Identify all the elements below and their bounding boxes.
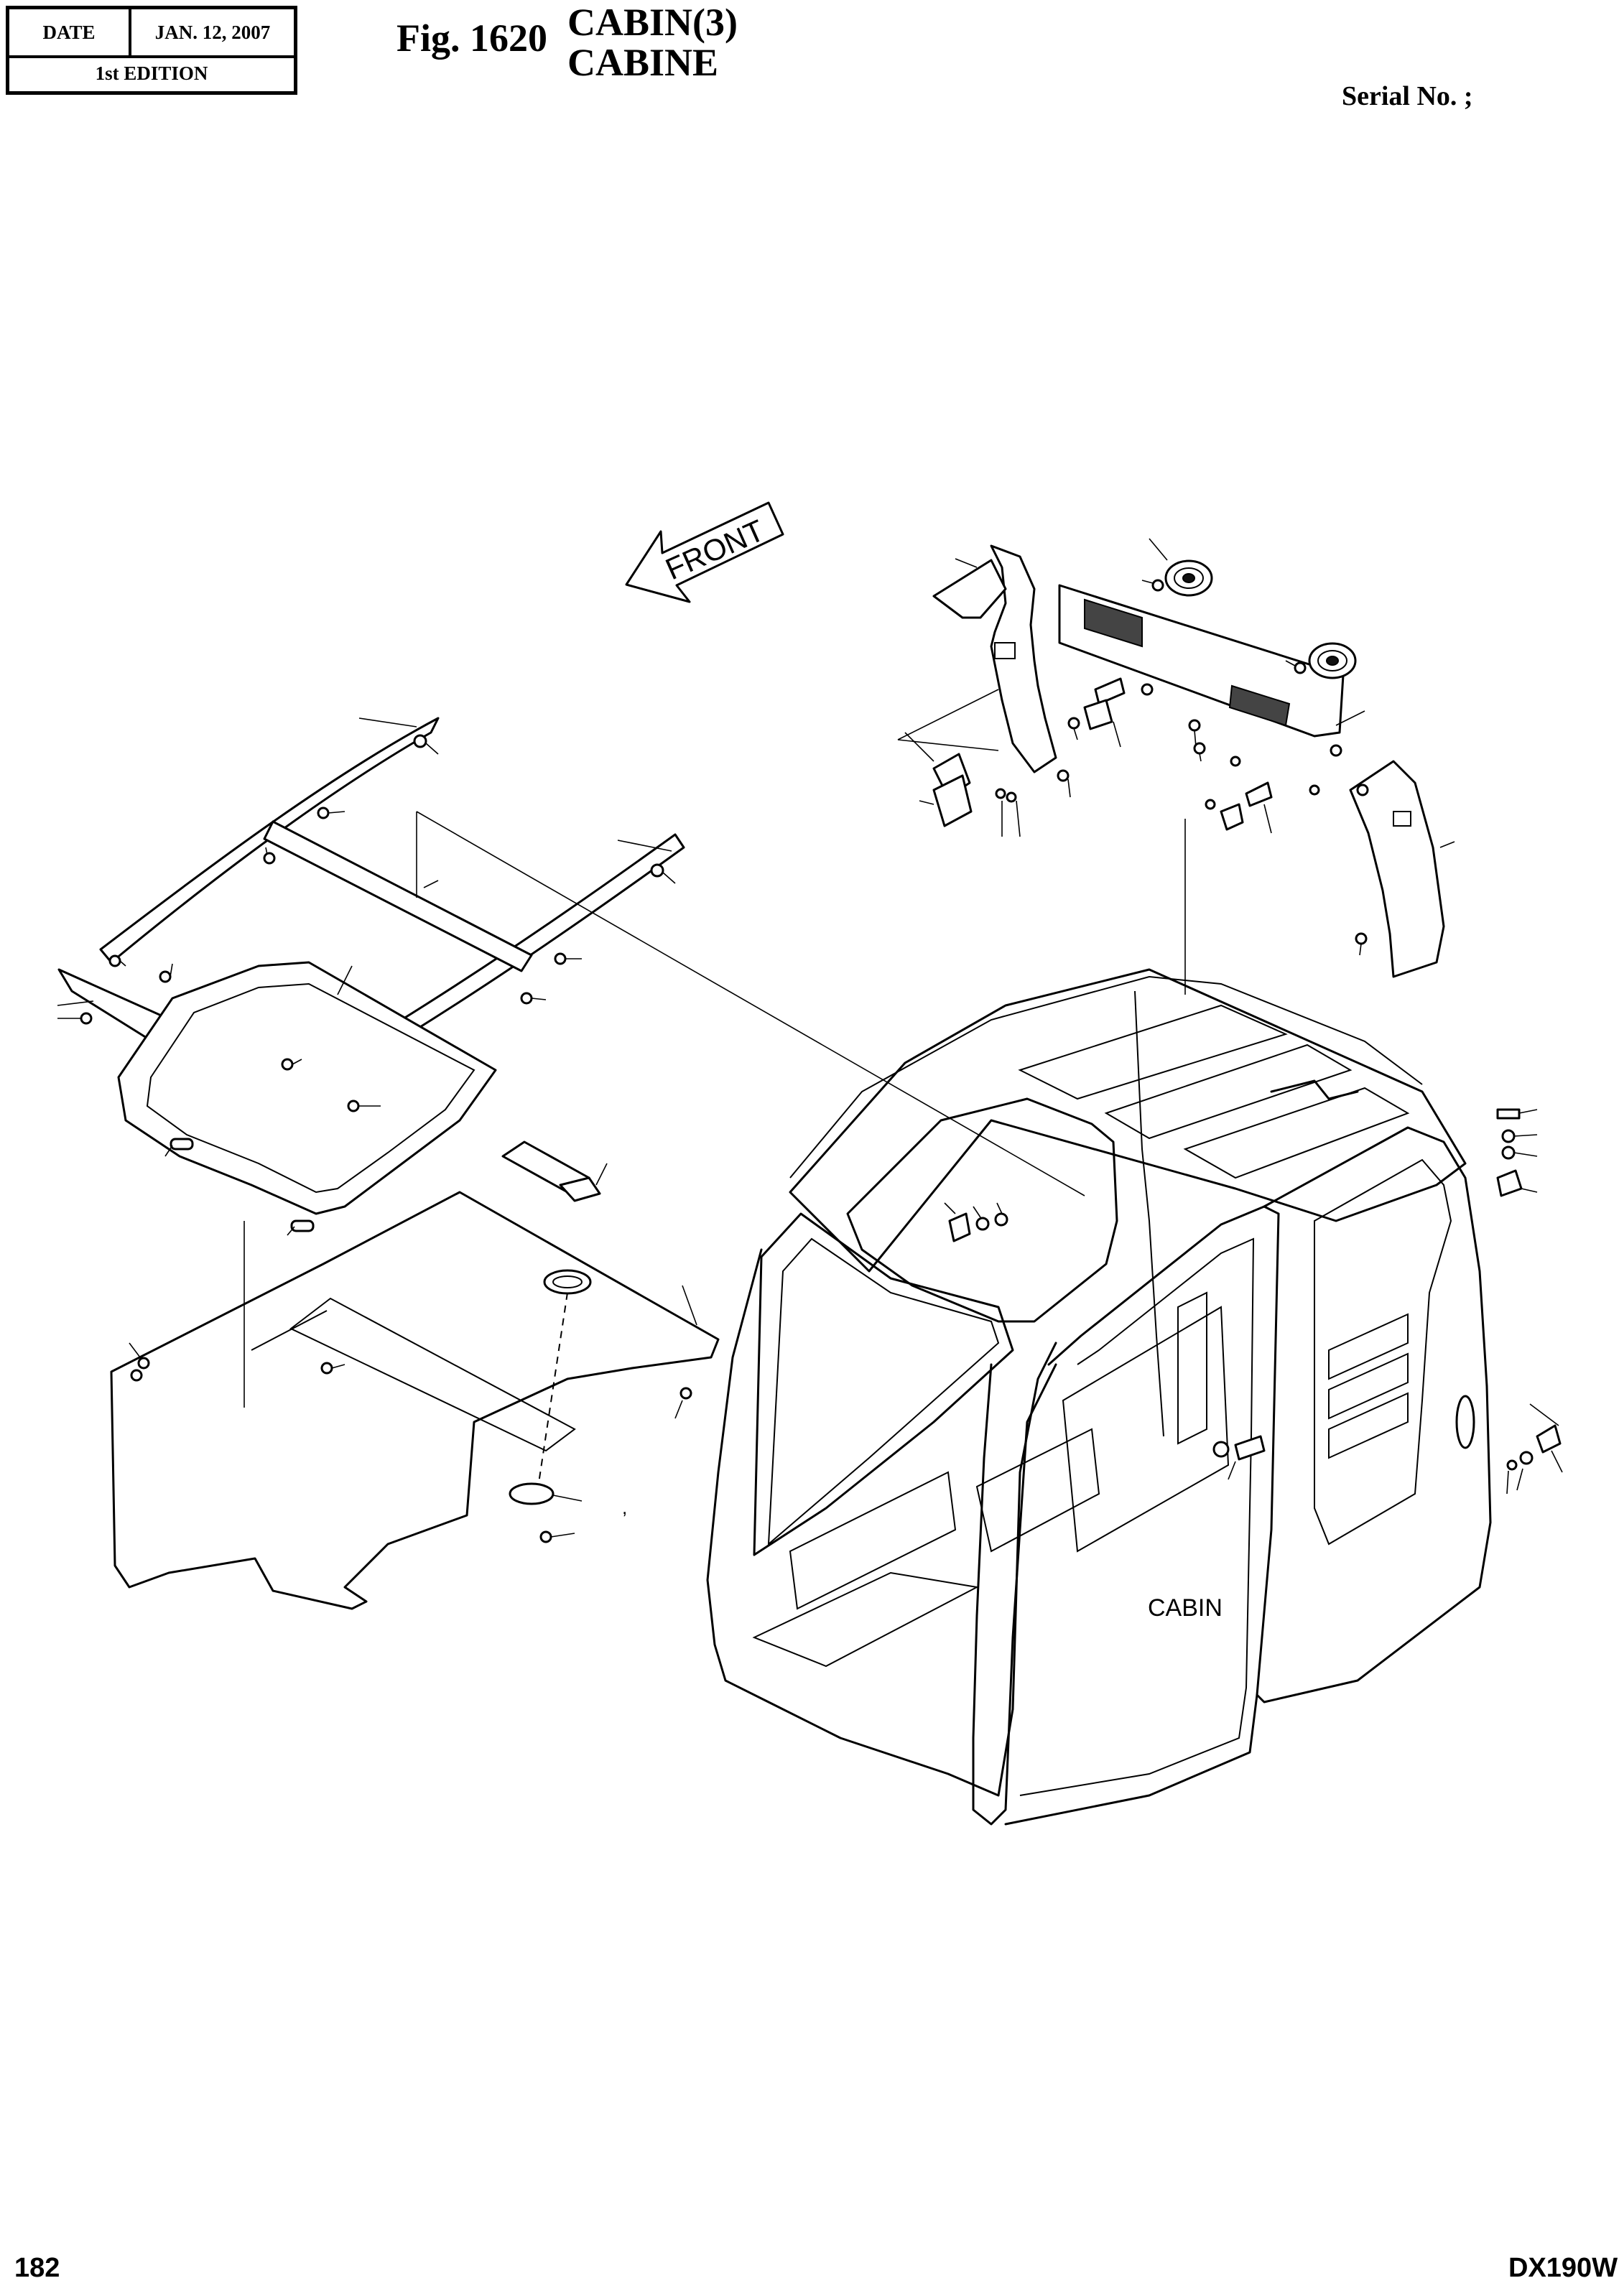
cabin-fasteners <box>944 1108 1563 1495</box>
leader-line <box>897 689 999 740</box>
grab-handles <box>904 732 973 827</box>
figure-title-fr: CABINE <box>567 41 719 84</box>
edition-row: 1st EDITION <box>9 55 294 91</box>
leader-line-to-cabin <box>416 811 1085 1196</box>
date-value: JAN. 12, 2007 <box>154 21 271 43</box>
date-row: DATE JAN. 12, 2007 <box>9 9 294 58</box>
front-direction-arrow: FRONT <box>625 501 784 603</box>
grommets-left <box>164 1138 315 1236</box>
rear-upper-trim <box>1058 584 1365 738</box>
rear-pillar-trim-right <box>1349 760 1455 978</box>
headliner-lower <box>110 1191 720 1610</box>
dome-lamp-lens <box>509 1269 592 1505</box>
speaker-left <box>1149 538 1213 597</box>
cabin-frame: CABIN <box>706 968 1492 1826</box>
model-name: DX190W <box>1508 2253 1618 2283</box>
roof-rail-left <box>99 717 440 964</box>
brackets-and-fasteners-right <box>995 579 1369 956</box>
small-pad <box>501 1140 608 1202</box>
page-number: 182 <box>14 2253 60 2283</box>
headliner-upper <box>117 961 497 1215</box>
date-label: DATE <box>9 9 131 55</box>
figure-number: Fig. 1620 <box>396 17 547 60</box>
stray-mark: , <box>622 1497 627 1518</box>
leader-line <box>897 739 999 751</box>
rear-pillar-trim-left <box>932 544 1057 773</box>
speaker-grille-right <box>1228 684 1291 727</box>
fasteners-left-group <box>57 734 692 1543</box>
speaker-grille-left <box>1084 598 1143 648</box>
cabin-label: CABIN <box>1148 1594 1223 1622</box>
edition-label: 1st EDITION <box>95 62 208 84</box>
figure-title-en: CABIN(3) <box>567 1 738 44</box>
front-label: FRONT <box>661 513 769 586</box>
date-edition-box: DATE JAN. 12, 2007 1st EDITION <box>6 6 297 95</box>
speaker-right <box>1308 642 1357 679</box>
cross-bracket <box>263 820 533 972</box>
serial-number-label: Serial No. ; <box>1342 81 1473 111</box>
